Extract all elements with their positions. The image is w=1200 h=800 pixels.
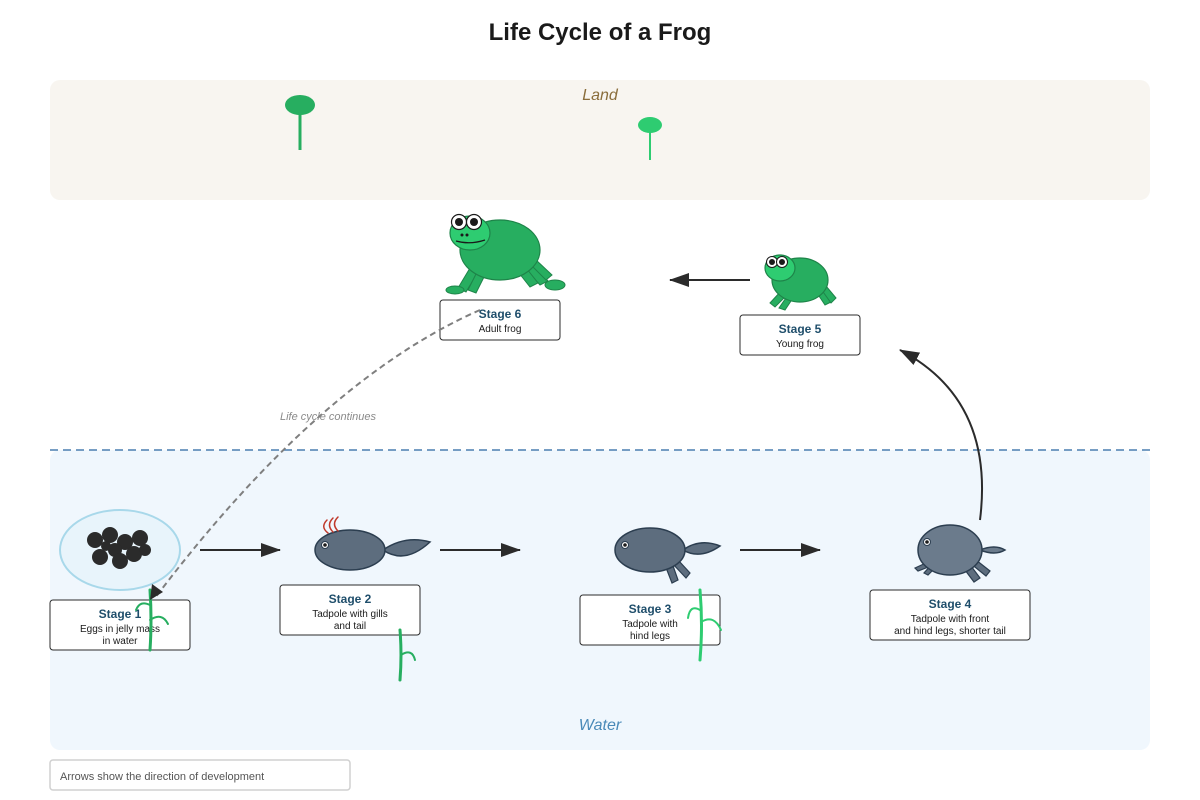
stage-2-desc-line1: Tadpole with gills bbox=[312, 609, 388, 620]
stage-2-label: Stage 2 Tadpole with gills and tail bbox=[279, 584, 421, 636]
tadpole-with-four-legs-illustration bbox=[913, 524, 1007, 583]
stage-2-title: Stage 2 bbox=[329, 592, 372, 606]
stage-4-label: Stage 4 Tadpole with front and hind legs… bbox=[869, 589, 1031, 641]
stage-3-title: Stage 3 bbox=[629, 602, 672, 616]
water-label: Water bbox=[579, 717, 622, 734]
legend-box: Arrows show the direction of development bbox=[49, 759, 351, 791]
stage-5-desc-line1: Young frog bbox=[776, 339, 824, 350]
legend-text: Arrows show the direction of development bbox=[60, 771, 264, 783]
stage-1-desc-line2: in water bbox=[102, 636, 138, 647]
stage-3-desc-line2: hind legs bbox=[630, 631, 670, 642]
stage-6-desc-line1: Adult frog bbox=[479, 324, 522, 335]
stage-4-desc-line2: and hind legs, shorter tail bbox=[894, 626, 1006, 637]
arrow-stage6-to-stage1 bbox=[154, 309, 481, 599]
diagram-title: Life Cycle of a Frog bbox=[489, 19, 712, 46]
land-zone bbox=[50, 80, 1150, 200]
water-plant-1 bbox=[135, 588, 169, 652]
land-plant-right bbox=[638, 117, 662, 160]
eggs-illustration bbox=[59, 509, 181, 591]
land-plant-left bbox=[285, 95, 315, 150]
young-frog-illustration bbox=[764, 254, 837, 311]
cycle-arrowhead-icon bbox=[150, 584, 163, 600]
stage-5-label: Stage 5 Young frog bbox=[739, 314, 861, 356]
gills-icon bbox=[323, 516, 339, 534]
stage-4-title: Stage 4 bbox=[929, 597, 972, 611]
stage-1-label: Stage 1 Eggs in jelly mass in water bbox=[49, 599, 191, 651]
stage-4-desc-line1: Tadpole with front bbox=[911, 614, 990, 625]
stage-1-desc-line1: Eggs in jelly mass bbox=[80, 624, 160, 635]
stage-5-title: Stage 5 bbox=[779, 322, 822, 336]
stage-6-title: Stage 6 bbox=[479, 307, 522, 321]
tadpole-with-hind-legs-illustration bbox=[614, 527, 722, 584]
stage-3-desc-line1: Tadpole with bbox=[622, 619, 678, 630]
cycle-note: Life cycle continues bbox=[280, 411, 376, 423]
tadpole-with-gills-illustration bbox=[314, 516, 432, 571]
water-plant-3 bbox=[687, 588, 722, 662]
stage-1-title: Stage 1 bbox=[99, 607, 142, 621]
stage-2-desc-line2: and tail bbox=[334, 621, 366, 632]
arrow-stage4-to-stage5 bbox=[899, 349, 984, 521]
stage-6-label: Stage 6 Adult frog bbox=[439, 299, 561, 341]
adult-frog-illustration bbox=[445, 213, 566, 295]
stage-3-label: Stage 3 Tadpole with hind legs bbox=[579, 594, 721, 646]
land-label: Land bbox=[582, 87, 619, 104]
water-plant-2 bbox=[398, 628, 416, 682]
